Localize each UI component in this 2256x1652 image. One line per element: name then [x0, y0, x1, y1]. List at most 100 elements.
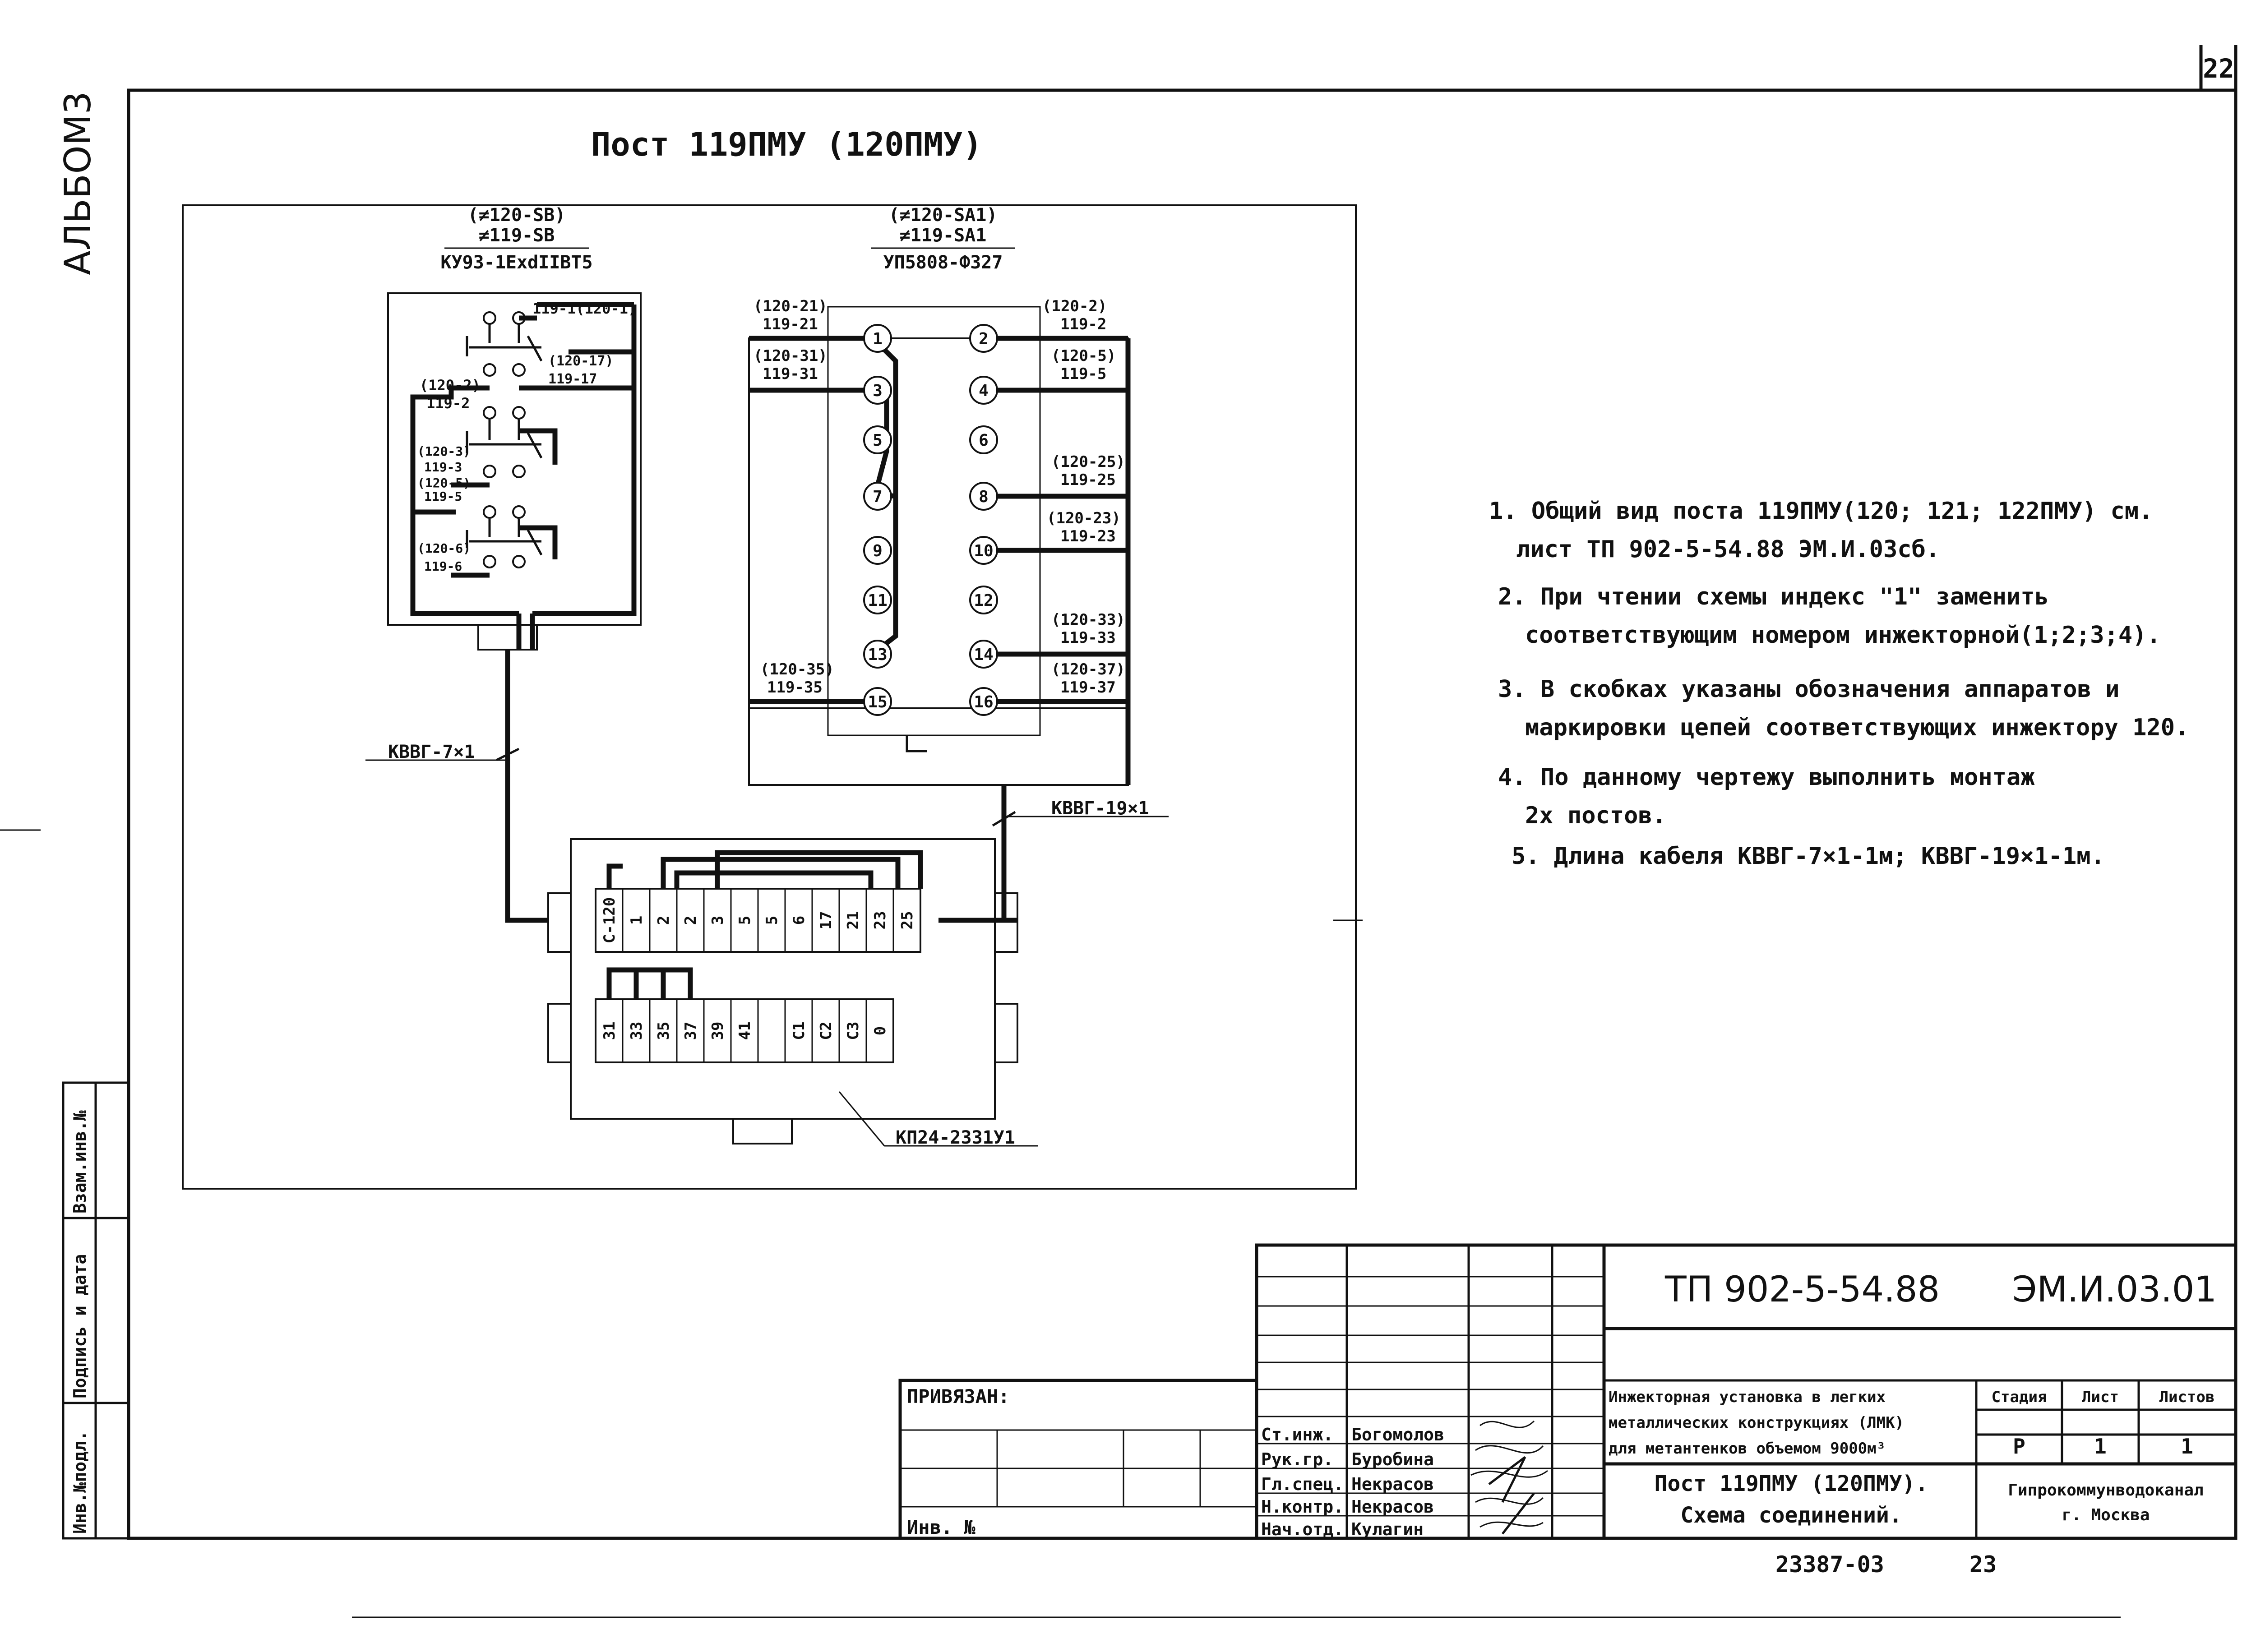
sa-terminal-circle: [863, 425, 892, 454]
strip-vzam: Взам.инв.№: [70, 1110, 90, 1214]
strip-lower-label: 39: [709, 1022, 727, 1040]
note-line: 4. По данному чертежу выполнить монтаж: [1498, 764, 2035, 791]
sa-terminal-label: 6: [979, 431, 989, 450]
sa-terminal-label: 11: [868, 591, 887, 610]
svg-text:Рук.гр.: Рук.гр.: [1261, 1449, 1333, 1469]
svg-text:119-2: 119-2: [1060, 315, 1106, 333]
note-line: 2. При чтении схемы индекс "1" заменить: [1498, 583, 2049, 610]
sa-terminal-label: 7: [873, 488, 883, 506]
left-strip: [62, 1081, 130, 1540]
svg-text:(120-23): (120-23): [1047, 509, 1121, 527]
svg-text:≠119-SB: ≠119-SB: [479, 225, 555, 246]
svg-text:119-25: 119-25: [1060, 471, 1116, 489]
svg-text:(120-5): (120-5): [1051, 347, 1116, 365]
sa-terminal-label: 10: [974, 542, 993, 560]
svg-text:КУ93-1ExdIIBT5: КУ93-1ExdIIBT5: [440, 252, 592, 273]
sa-device: (≠120-SA1) ≠119-SA1 УП5808-Ф327 (120-21)…: [748, 205, 1131, 786]
organization: Гипрокоммунводоканал: [2008, 1481, 2203, 1500]
sa-terminal-circle: [863, 482, 892, 511]
svg-text:119-37: 119-37: [1060, 678, 1116, 697]
sheet-value: 1: [2094, 1434, 2107, 1458]
strip-lower-label: 31: [601, 1022, 619, 1040]
sa-terminal-circle: [863, 586, 892, 614]
strip-lower-label: 41: [736, 1022, 754, 1040]
organization-city: г. Москва: [2062, 1506, 2150, 1524]
desc-line-2: металлических конструкциях (ЛМК): [1609, 1414, 1904, 1432]
svg-text:Кулагин: Кулагин: [1351, 1519, 1424, 1539]
svg-text:Н.контр.: Н.контр.: [1261, 1497, 1344, 1517]
strip-inv: Инв.№подл.: [70, 1431, 90, 1534]
strip-lower-label: 0: [871, 1026, 889, 1035]
strip-jumpers: [606, 850, 923, 889]
strip-lower-jumpers: [606, 967, 693, 999]
svg-text:Богомолов: Богомолов: [1351, 1425, 1444, 1444]
strip-lower-label: 33: [628, 1022, 646, 1040]
svg-text:119-5: 119-5: [424, 489, 462, 504]
doc-code: ЭМ.И.03.01: [2012, 1269, 2217, 1310]
svg-text:Гл.спец.: Гл.спец.: [1261, 1474, 1344, 1494]
sa-terminal-label: 13: [868, 646, 887, 664]
cable-label-2: КВВГ-19×1: [1051, 798, 1149, 819]
sa-terminal-label: 5: [873, 431, 883, 450]
svg-text:119-35: 119-35: [767, 678, 823, 697]
inv-label: Инв. №: [907, 1516, 975, 1538]
svg-text:119-17: 119-17: [548, 371, 597, 387]
sa-terminal-label: 14: [974, 646, 993, 664]
sa-terminal-label: 1: [873, 330, 883, 348]
title-block: [898, 1243, 2238, 1540]
sa-terminal-circle: [969, 687, 998, 716]
svg-text:(≠120-SB): (≠120-SB): [468, 205, 566, 226]
sa-terminal-circle: [863, 536, 892, 565]
strip-lower-label: 37: [682, 1022, 700, 1040]
sa-terminal-circle: [969, 482, 998, 511]
svg-text:119-33: 119-33: [1060, 629, 1116, 647]
svg-text:(120-6): (120-6): [417, 541, 471, 556]
sa-terminal-circle: [863, 687, 892, 716]
svg-text:≠119-SA1: ≠119-SA1: [900, 225, 987, 246]
svg-text:119-5: 119-5: [1060, 365, 1106, 383]
strip-upper-label: 6: [790, 916, 808, 925]
names: Богомолов Буробина Некрасов Некрасов Кул…: [1351, 1425, 1444, 1539]
sa-terminal-circle: [969, 586, 998, 614]
strip-upper-label: С-120: [601, 897, 619, 943]
svg-text:(120-21): (120-21): [754, 297, 828, 315]
svg-text:(120-33): (120-33): [1051, 611, 1125, 629]
privyazan-label: ПРИВЯЗАН:: [907, 1385, 1010, 1407]
svg-text:119-1(120-1): 119-1(120-1): [532, 300, 637, 317]
sa-terminal-circle: [863, 640, 892, 669]
svg-text:(120-17): (120-17): [548, 353, 614, 369]
svg-text:119-2: 119-2: [426, 395, 470, 412]
sa-terminal-circle: [969, 425, 998, 454]
svg-text:(120-31): (120-31): [754, 347, 828, 365]
schematic-border: [182, 204, 1357, 1190]
page-number: 22: [2203, 53, 2234, 84]
sa-terminal-circle: [969, 640, 998, 669]
sa-terminal-label: 15: [868, 693, 887, 711]
sa-terminal-label: 8: [979, 488, 989, 506]
svg-text:(120-2): (120-2): [1042, 297, 1107, 315]
svg-text:Буробина: Буробина: [1351, 1449, 1434, 1469]
sa-terminal-label: 3: [873, 382, 883, 400]
strip-lower-label: С3: [844, 1022, 862, 1040]
strip-upper-label: 25: [898, 911, 916, 930]
junction-box: [508, 838, 1038, 1147]
page-title: Пост 119ПМУ (120ПМУ): [591, 125, 982, 163]
svg-text:УП5808-Ф327: УП5808-Ф327: [883, 252, 1003, 273]
strip-upper-label: 17: [817, 911, 835, 930]
note-line: 2х постов.: [1525, 802, 1666, 829]
project-code: ТП 902-5-54.88: [1664, 1269, 1940, 1310]
strip-upper-label: 21: [844, 911, 862, 930]
drawing-title-1: Пост 119ПМУ (120ПМУ).: [1655, 1471, 1928, 1496]
sheet-header: Лист: [2082, 1388, 2119, 1406]
desc-line-1: Инжекторная установка в легких: [1609, 1388, 1886, 1406]
cable-label-1: КВВГ-7×1: [388, 742, 475, 762]
note-line: соответствующим номером инжекторной(1;2;…: [1525, 622, 2161, 649]
sa-terminal-circle: [969, 324, 998, 353]
svg-text:(120-25): (120-25): [1051, 453, 1125, 471]
album-label: АЛЬБОМ3: [57, 91, 99, 275]
note-line: 1. Общий вид поста 119ПМУ(120; 121; 122П…: [1489, 498, 2153, 525]
sa-terminal-label: 16: [974, 693, 993, 711]
sa-terminal-label: 4: [979, 382, 989, 400]
